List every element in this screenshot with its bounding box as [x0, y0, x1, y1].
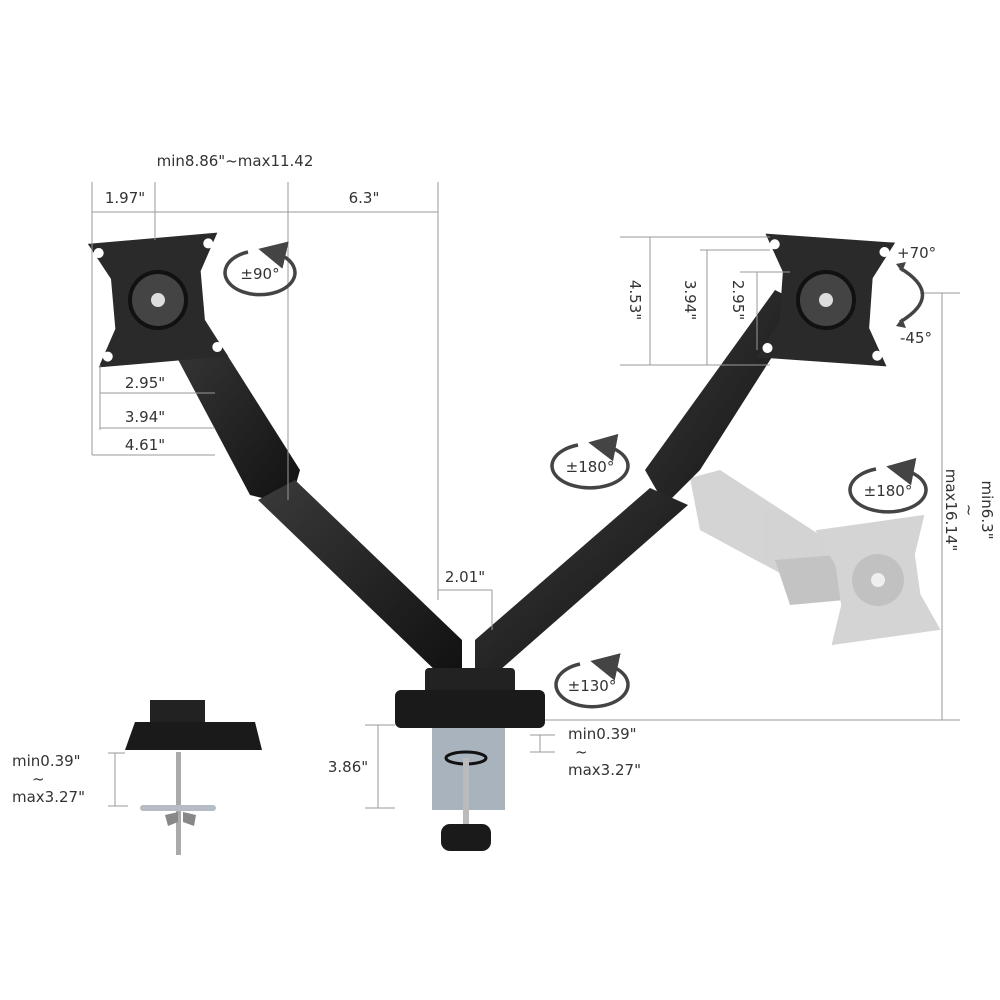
rotate-90-indicator: ±90° — [223, 241, 297, 297]
rotate-arrow-icon — [550, 433, 630, 490]
height-max-label: max16.14" — [942, 469, 960, 552]
rotate-arrow-icon — [223, 241, 297, 297]
right-vesa-plate-label: 4.53" — [626, 280, 644, 320]
tilt-arrow-icon — [899, 266, 925, 324]
base-swivel-indicator: ±130° — [554, 653, 630, 709]
rotate-90-label: ±90° — [240, 265, 279, 283]
clamp-thickness-min-label: min0.39" — [568, 725, 637, 743]
pole-gap-label: 2.01" — [445, 568, 485, 586]
right-vesa-small-label: 2.95" — [729, 280, 747, 320]
grommet-thickness-sep-label: ~ — [32, 770, 45, 788]
arm-length-label: 6.3" — [349, 189, 380, 207]
tilt-indicator: +70° -45° — [896, 244, 936, 347]
grommet-thickness-min-label: min0.39" — [12, 752, 81, 770]
grommet-base — [125, 700, 262, 855]
clamp-thickness-max-label: max3.27" — [568, 761, 641, 779]
desk-clamp-base — [395, 668, 545, 851]
height-min-label: min6.3" — [978, 480, 996, 539]
rotate-arrow-icon — [848, 457, 928, 514]
left-vesa-plate-label: 4.61" — [125, 436, 165, 454]
clamp-height-label: 3.86" — [328, 758, 368, 776]
tilt-down-label: -45° — [900, 329, 932, 347]
left-offset-label: 1.97" — [105, 189, 145, 207]
left-vesa-small-label: 2.95" — [125, 374, 165, 392]
dimension-lines — [91, 182, 960, 809]
right-vesa-mid-label: 3.94" — [681, 280, 699, 320]
base-swivel-label: ±130° — [568, 677, 617, 695]
left-arm — [87, 232, 462, 675]
right-vesa-plate — [756, 233, 896, 367]
left-vesa-mid-label: 3.94" — [125, 408, 165, 426]
swivel-head-label: ±180° — [864, 482, 913, 500]
swivel-head-indicator: ±180° — [848, 457, 928, 514]
tilt-up-label: +70° — [897, 244, 936, 262]
swivel-arm-label: ±180° — [566, 458, 615, 476]
grommet-thickness-max-label: max3.27" — [12, 788, 85, 806]
clamp-thickness-sep-label: ~ — [575, 743, 588, 761]
swivel-arm-indicator: ±180° — [550, 433, 630, 490]
left-vesa-plate — [87, 232, 229, 368]
right-arm — [475, 233, 896, 672]
height-sep-label: ~ — [960, 504, 978, 517]
ghost-arm-position — [690, 470, 941, 646]
rotate-arrow-icon — [554, 653, 630, 709]
arm-reach-label: min8.86"~max11.42 — [157, 152, 314, 170]
